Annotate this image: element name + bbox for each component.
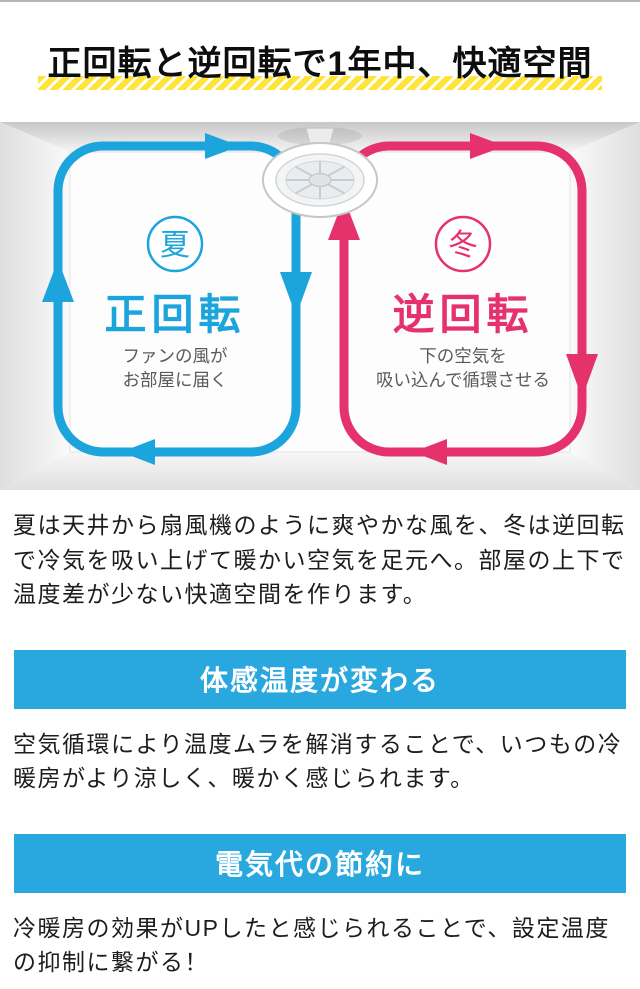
airflow-room-diagram: 夏 正回転 ファンの風が お部屋に届く 冬 逆回転 下の空気を 吸い込んで循環さ… — [0, 122, 640, 490]
blue-arrow-left-icon — [121, 439, 155, 465]
ceiling-fan-illustration — [262, 127, 378, 218]
blue-arrow-down-icon — [280, 272, 312, 316]
intro-paragraph: 夏は天井から扇風機のように爽やかな風を、冬は逆回転で冷気を吸い上げて暖かい空気を… — [13, 512, 626, 607]
page-title: 正回転と逆回転で1年中、快適空間 — [47, 45, 593, 83]
yellow-hatch-stripe — [38, 76, 602, 90]
feature-banner-temperature: 体感温度が変わる — [14, 649, 626, 709]
winter-badge-circle — [434, 215, 492, 273]
summer-annotation: 夏 正回転 ファンの風が お部屋に届く — [104, 215, 245, 390]
feature-banner-electricity: 電気代の節約に — [14, 833, 626, 893]
room-floor — [0, 452, 640, 490]
summer-badge: 夏 — [160, 228, 190, 263]
summer-caption-1: ファンの風が — [123, 346, 228, 366]
title-section: 正回転と逆回転で1年中、快適空間 — [0, 36, 640, 102]
winter-badge: 冬 — [448, 228, 478, 263]
summer-badge-circle — [146, 215, 204, 273]
feature-paragraph-temperature: 空気循環により温度ムラを解消することで、いつもの冷暖房がより涼しく、暖かく感じら… — [13, 730, 623, 792]
feature-paragraph-electricity: 冷暖房の効果がUPしたと感じられることで、設定温度の抑制に繋がる！ — [13, 914, 610, 976]
pink-arrow-left-icon — [413, 439, 447, 465]
blue-arrow-right-icon — [205, 133, 240, 159]
winter-label: 逆回転 — [392, 290, 533, 339]
pink-arrow-right-icon — [470, 133, 505, 159]
pink-arrow-up-icon — [328, 198, 360, 240]
room-right-wall — [570, 122, 640, 490]
blue-arrow-up-icon — [42, 260, 74, 302]
summer-caption-2: お部屋に届く — [123, 370, 228, 390]
winter-caption-2: 吸い込んで循環させる — [376, 370, 550, 390]
summer-label: 正回転 — [104, 290, 245, 339]
pink-arrow-down-icon — [566, 354, 598, 398]
winter-annotation: 冬 逆回転 下の空気を 吸い込んで循環させる — [376, 215, 550, 390]
room-left-wall — [0, 122, 70, 490]
winter-caption-1: 下の空気を — [419, 346, 507, 366]
